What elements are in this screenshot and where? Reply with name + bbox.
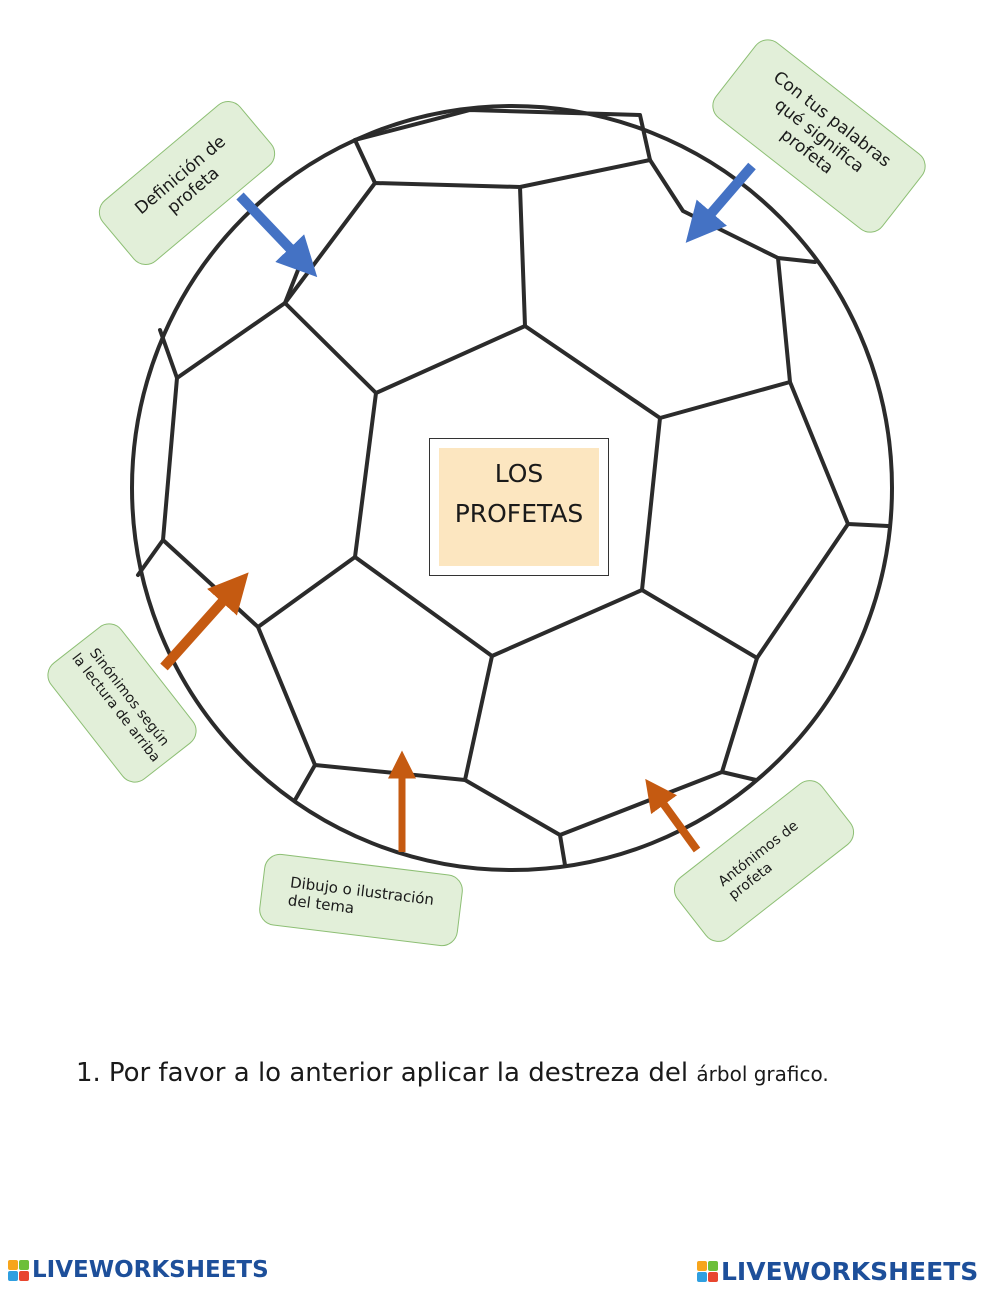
ball-seam [463,654,567,867]
ball-seam [776,256,817,264]
arrow-synonyms [160,572,249,671]
ball-seam [353,138,377,185]
ball-seam [640,522,850,660]
note-drawing-text: Dibujo o ilustración del tema [286,873,436,918]
ball-seam [558,770,724,837]
ball-seam [788,380,890,528]
liveworksheets-logo-right: LIVEWORKSHEETS [697,1257,978,1286]
center-title-fill: LOS PROFETAS [439,448,599,566]
instruction-line: 1.Por favor a lo anterior aplicar la des… [76,1058,829,1088]
logo-text-left: LIVEWORKSHEETS [32,1257,269,1283]
soccer-ball-illustration [130,104,894,872]
ball-seam [136,538,165,577]
arrow-own-words [685,162,756,243]
instruction-small-text: árbol grafico [696,1062,823,1086]
ball-seam [161,301,287,629]
liveworksheets-mark-icon [697,1261,718,1282]
ball-seam [256,555,357,767]
instruction-number: 1. [76,1058,101,1088]
ball-seam [720,656,759,782]
ball-seam [158,328,179,380]
center-title-box: LOS PROFETAS [429,438,609,576]
liveworksheets-logo-left: LIVEWORKSHEETS [8,1257,269,1283]
arrow-definition [236,192,318,278]
liveworksheets-mark-icon [8,1259,29,1281]
logo-text-right: LIVEWORKSHEETS [721,1257,979,1286]
center-title: LOS PROFETAS [454,459,584,528]
instruction-text: Por favor a lo anterior aplicar la destr… [108,1058,697,1088]
ball-outline [130,104,894,872]
ball-seam [353,108,652,162]
ball-seam [518,158,652,189]
ball-seam [293,763,467,802]
arrow-antonyms [645,778,701,853]
ball-seam [283,181,527,395]
instruction-period: . [822,1062,829,1086]
